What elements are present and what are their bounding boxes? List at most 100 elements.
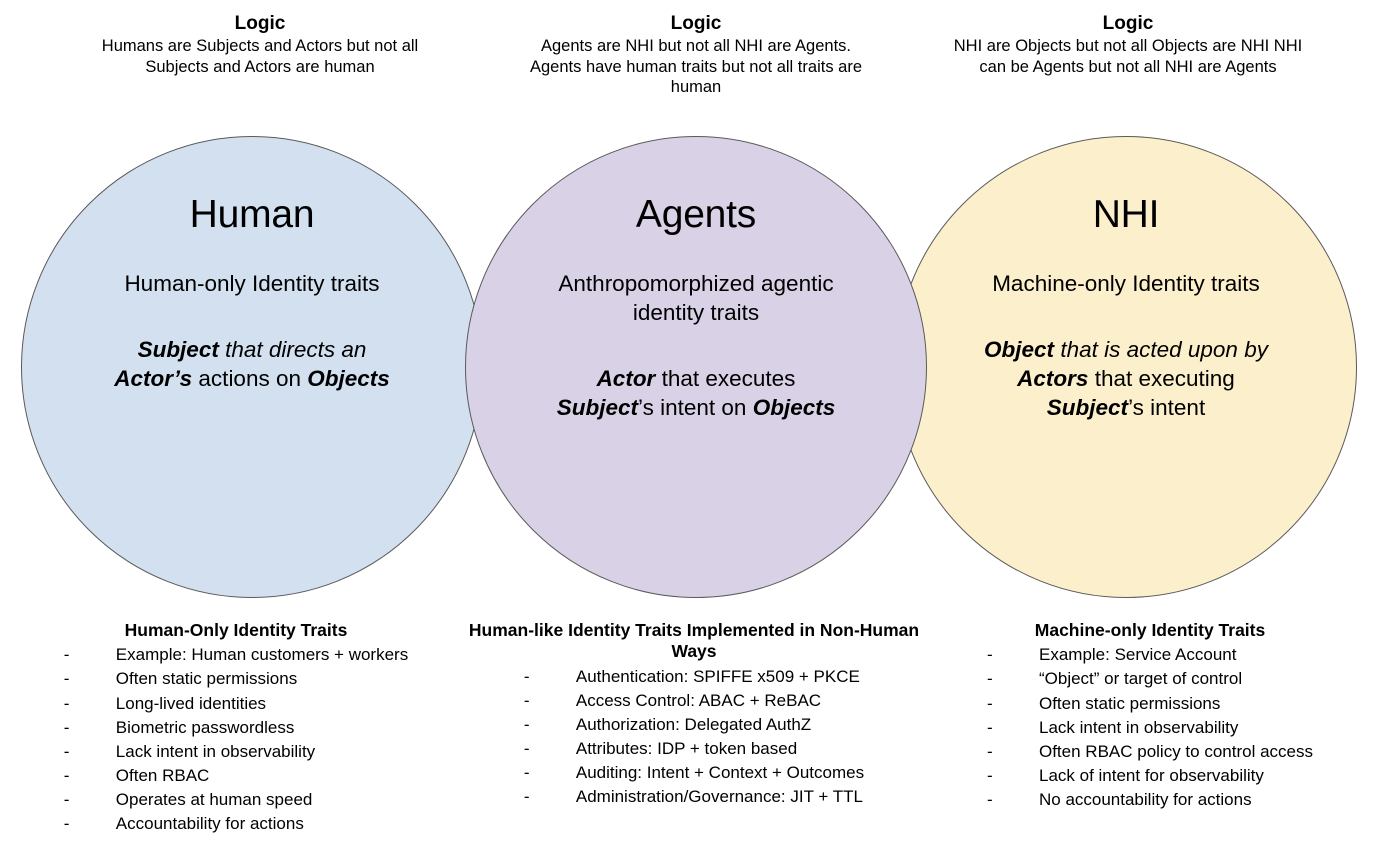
trait-list-item-label: Authentication: SPIFFE x509 + PKCE (575, 666, 860, 686)
bullet-dash: - (523, 787, 530, 807)
trait-list-item: - Access Control: ABAC + ReBAC (524, 689, 864, 713)
definition-run-4: Objects (752, 394, 836, 420)
logic-body-human: Humans are Subjects and Actors but not a… (101, 37, 419, 76)
trait-list-item-label: Often RBAC (115, 765, 210, 785)
logic-title-agents: Logic (670, 13, 722, 34)
venn-circle-human-subtitle: Human-only Identity traits (124, 270, 380, 296)
traits-title-nhi: Machine-only Identity Traits (1034, 620, 1266, 640)
definition-run-1: that is acted upon by (1054, 336, 1268, 362)
venn-circle-nhi-subtitle: Machine-only Identity traits (992, 270, 1260, 296)
definition-run-3: actions on (192, 365, 308, 391)
trait-list-item-label: Example: Human customers + workers (115, 645, 409, 665)
trait-list-item-label: Authorization: Delegated AuthZ (575, 714, 812, 734)
bullet-dash: - (63, 717, 70, 737)
definition-run-3: that executing (1088, 365, 1235, 391)
trait-list-item-label: Operates at human speed (115, 790, 313, 810)
definition-run-2: Actor’s (114, 365, 193, 391)
venn-circle-human-heading: Human (189, 193, 315, 236)
trait-list-item-label: Accountability for actions (115, 814, 304, 834)
venn-circle-nhi-heading: NHI (1092, 193, 1160, 236)
venn-circle-agents-heading: Agents (635, 193, 757, 236)
bullet-dash: - (63, 645, 70, 665)
traits-title-agents: Human-like Identity Traits Implemented i… (468, 620, 920, 662)
definition-run-2: Subject (556, 394, 639, 420)
trait-list-item: - Long-lived identities (64, 692, 408, 716)
definition-run-1: that directs an (218, 336, 367, 362)
venn-circle-nhi-content: NHI Machine-only Identity traits Object … (981, 193, 1271, 423)
venn-circle-human-content: Human Human-only Identity traits Subject… (102, 193, 402, 394)
definition-run-2: Actors (1017, 365, 1089, 391)
definition-run-5: ’s intent (1128, 395, 1206, 421)
trait-list-item-label: Example: Service Account (1038, 645, 1237, 665)
definition-run-4: Objects (307, 365, 390, 391)
traits-block-nhi: Machine-only Identity Traits - Example: S… (924, 620, 1376, 812)
bullet-dash: - (63, 693, 70, 713)
trait-list-item: - Often RBAC (64, 764, 408, 788)
logic-title-nhi: Logic (1102, 13, 1154, 34)
definition-run-0: Actor (596, 365, 656, 391)
trait-list-item-label: Biometric passwordless (115, 717, 295, 737)
bullet-dash: - (63, 741, 70, 761)
trait-list-item: -Often RBAC policy to control access (987, 740, 1313, 764)
trait-list-item-label: Attributes: IDP + token based (575, 739, 798, 759)
bullet-dash: - (523, 690, 530, 710)
bullet-dash: - (63, 814, 70, 834)
traits-list-human: -Example: Human customers + workers-Ofte… (64, 643, 408, 836)
bullet-dash: - (986, 645, 993, 665)
trait-list-item-label: Long-lived identities (115, 693, 267, 713)
bullet-dash: - (63, 669, 70, 689)
definition-run-0: Object (984, 336, 1055, 362)
traits-block-human: Human-Only Identity Traits - Example: Hum… (10, 620, 462, 836)
trait-list-item: - Attributes: IDP + token based (524, 737, 864, 761)
bullet-dash: - (523, 763, 530, 783)
traits-block-agents: Human-like Identity Traits Implemented i… (456, 620, 932, 809)
venn-circle-agents-definition: Actor that executes Subject’s intent on … (546, 364, 846, 423)
definition-run-4: Subject (1046, 395, 1129, 421)
logic-title-human: Logic (234, 13, 286, 34)
bullet-dash: - (523, 714, 530, 734)
trait-list-item: -“Object” or target of control (987, 667, 1313, 691)
bullet-dash: - (986, 741, 993, 761)
venn-circle-agents-subtitle: Anthropomorphized agentic identity trait… (558, 270, 834, 325)
trait-list-item: - Authorization: Delegated AuthZ (524, 713, 864, 737)
logic-body-nhi: NHI are Objects but not all Objects are … (953, 37, 1303, 76)
trait-list-item-label: Lack intent in observability (115, 741, 316, 761)
venn-circle-human-definition: Subject that directs an Actor’s actions … (102, 335, 402, 394)
traits-title-human: Human-Only Identity Traits (124, 620, 348, 640)
trait-list-item: - Biometric passwordless (64, 716, 408, 740)
trait-list-item-label: Auditing: Intent + Context + Outcomes (575, 763, 865, 783)
trait-list-item: - Lack intent in observability (64, 740, 408, 764)
definition-run-3: ’s intent on (638, 394, 753, 420)
trait-list-item: - Example: Service Account (987, 643, 1313, 667)
bullet-dash: - (986, 765, 993, 785)
bullet-dash: - (986, 693, 993, 713)
trait-list-item: - Auditing: Intent + Context + Outcomes (524, 761, 864, 785)
trait-list-item-label: Access Control: ABAC + ReBAC (575, 690, 822, 710)
trait-list-item: - Example: Human customers + workers (64, 643, 408, 667)
trait-list-item-label: Lack intent in observability (1038, 717, 1239, 737)
definition-run-0: Subject (137, 336, 219, 362)
trait-list-item: - No accountability for actions (987, 788, 1313, 812)
bullet-dash: - (63, 790, 70, 810)
bullet-dash: - (523, 739, 530, 759)
bullet-dash: - (986, 717, 993, 737)
logic-body-agents: Agents are NHI but not all NHI are Agent… (529, 37, 862, 96)
trait-list-item: -Often static permissions (64, 667, 408, 691)
trait-list-item: -Lack of intent for observability (987, 764, 1313, 788)
logic-block-human: Logic Humans are Subjects and Actors but… (74, 12, 446, 77)
trait-list-item: - Lack intent in observability (987, 716, 1313, 740)
trait-list-item: -Administration/Governance: JIT + TTL (524, 785, 864, 809)
bullet-dash: - (523, 666, 530, 686)
venn-circle-human: Human Human-only Identity traits Subject… (21, 136, 483, 598)
trait-list-item: - Often static permissions (987, 692, 1313, 716)
venn-circle-agents-content: Agents Anthropomorphized agentic identit… (546, 193, 846, 423)
trait-list-item-label: Often static permissions (1038, 693, 1221, 713)
traits-list-agents: - Authentication: SPIFFE x509 + PKCE - Acce… (524, 665, 864, 810)
bullet-dash: - (986, 790, 993, 810)
bullet-dash: - (63, 765, 70, 785)
venn-circle-nhi-definition: Object that is acted upon by Actors that… (981, 335, 1271, 423)
trait-list-item-label: No accountability for actions (1038, 790, 1252, 810)
trait-list-item: - Accountability for actions (64, 812, 408, 836)
venn-circle-nhi: NHI Machine-only Identity traits Object … (895, 136, 1357, 598)
